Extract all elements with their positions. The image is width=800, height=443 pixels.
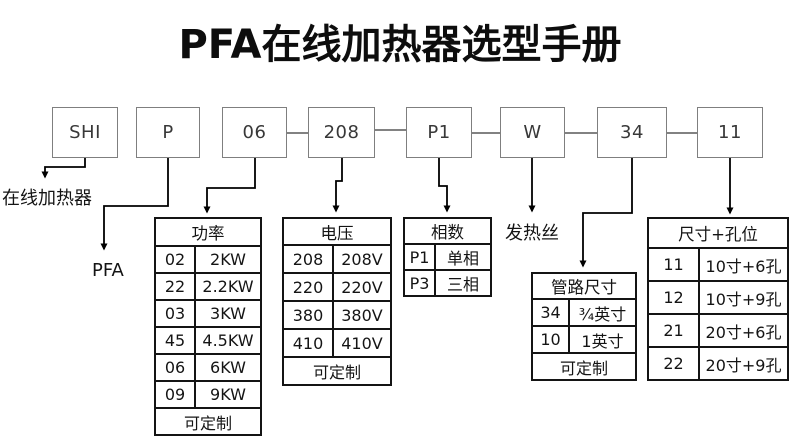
code-box-11: 11	[697, 107, 763, 158]
code-cell: 410	[282, 328, 334, 358]
value-cell: 单相	[434, 243, 492, 271]
value-cell: 4.5KW	[194, 326, 262, 355]
value-cell: ¾英寸	[568, 298, 637, 327]
annotation-shi-meaning: 在线加热器	[2, 188, 92, 209]
table-header: 相数	[403, 217, 492, 245]
customizable-cell: 可定制	[154, 407, 262, 436]
pipe-size-table-title: 管路尺寸	[531, 272, 637, 300]
code-cell: 22	[154, 272, 196, 301]
table-header: 功率	[154, 217, 262, 247]
code-cell: P1	[403, 243, 436, 271]
table-footer: 可定制	[154, 407, 262, 436]
value-cell: 9KW	[194, 380, 262, 409]
value-cell: 20寸+9孔	[697, 346, 790, 381]
value-cell: 1英寸	[568, 325, 637, 354]
value-cell: 380V	[332, 300, 392, 330]
code-box-06: 06	[222, 107, 287, 158]
code-cell: 02	[154, 245, 196, 274]
code-cell: 45	[154, 326, 196, 355]
page-title: PFA在线加热器选型手册	[178, 22, 622, 68]
value-cell: 410V	[332, 328, 392, 358]
code-box-w: W	[500, 107, 565, 158]
code-cell: 06	[154, 353, 196, 382]
code-cell: 380	[282, 300, 334, 330]
code-box-shi: SHI	[52, 107, 118, 158]
value-cell: 3KW	[194, 299, 262, 328]
annotation-p-meaning: PFA	[92, 260, 124, 281]
code-cell: 03	[154, 299, 196, 328]
code-box-208: 208	[308, 107, 375, 158]
code-box-34: 34	[597, 107, 667, 158]
value-cell: 208V	[332, 244, 392, 274]
code-cell: 12	[647, 280, 700, 315]
code-cell: 21	[647, 313, 700, 348]
table-footer: 可定制	[282, 356, 392, 386]
code-box-p: P	[136, 107, 200, 158]
value-cell: 三相	[434, 269, 492, 297]
code-cell: 11	[647, 247, 700, 282]
value-cell: 10寸+9孔	[697, 280, 790, 315]
code-cell: 22	[647, 346, 700, 381]
code-cell: P3	[403, 269, 436, 297]
code-cell: 10	[531, 325, 570, 354]
code-box-p1: P1	[406, 107, 472, 158]
voltage-table-title: 电压	[282, 217, 392, 246]
value-cell: 2.2KW	[194, 272, 262, 301]
code-cell: 34	[531, 298, 570, 327]
table-header: 管路尺寸	[531, 272, 637, 300]
power-table-title: 功率	[154, 217, 262, 247]
value-cell: 6KW	[194, 353, 262, 382]
value-cell: 2KW	[194, 245, 262, 274]
code-cell: 220	[282, 272, 334, 302]
code-cell: 208	[282, 244, 334, 274]
table-header: 尺寸+孔位	[646, 217, 790, 249]
customizable-cell: 可定制	[531, 352, 637, 381]
size-holes-table-title: 尺寸+孔位	[646, 217, 790, 249]
value-cell: 10寸+6孔	[697, 247, 790, 282]
code-cell: 09	[154, 380, 196, 409]
annotation-w-meaning: 发热丝	[505, 223, 559, 244]
table-footer: 可定制	[531, 352, 637, 381]
customizable-cell: 可定制	[282, 356, 392, 386]
value-cell: 20寸+6孔	[697, 313, 790, 348]
value-cell: 220V	[332, 272, 392, 302]
table-header: 电压	[282, 217, 392, 246]
phase-table-title: 相数	[403, 217, 492, 245]
